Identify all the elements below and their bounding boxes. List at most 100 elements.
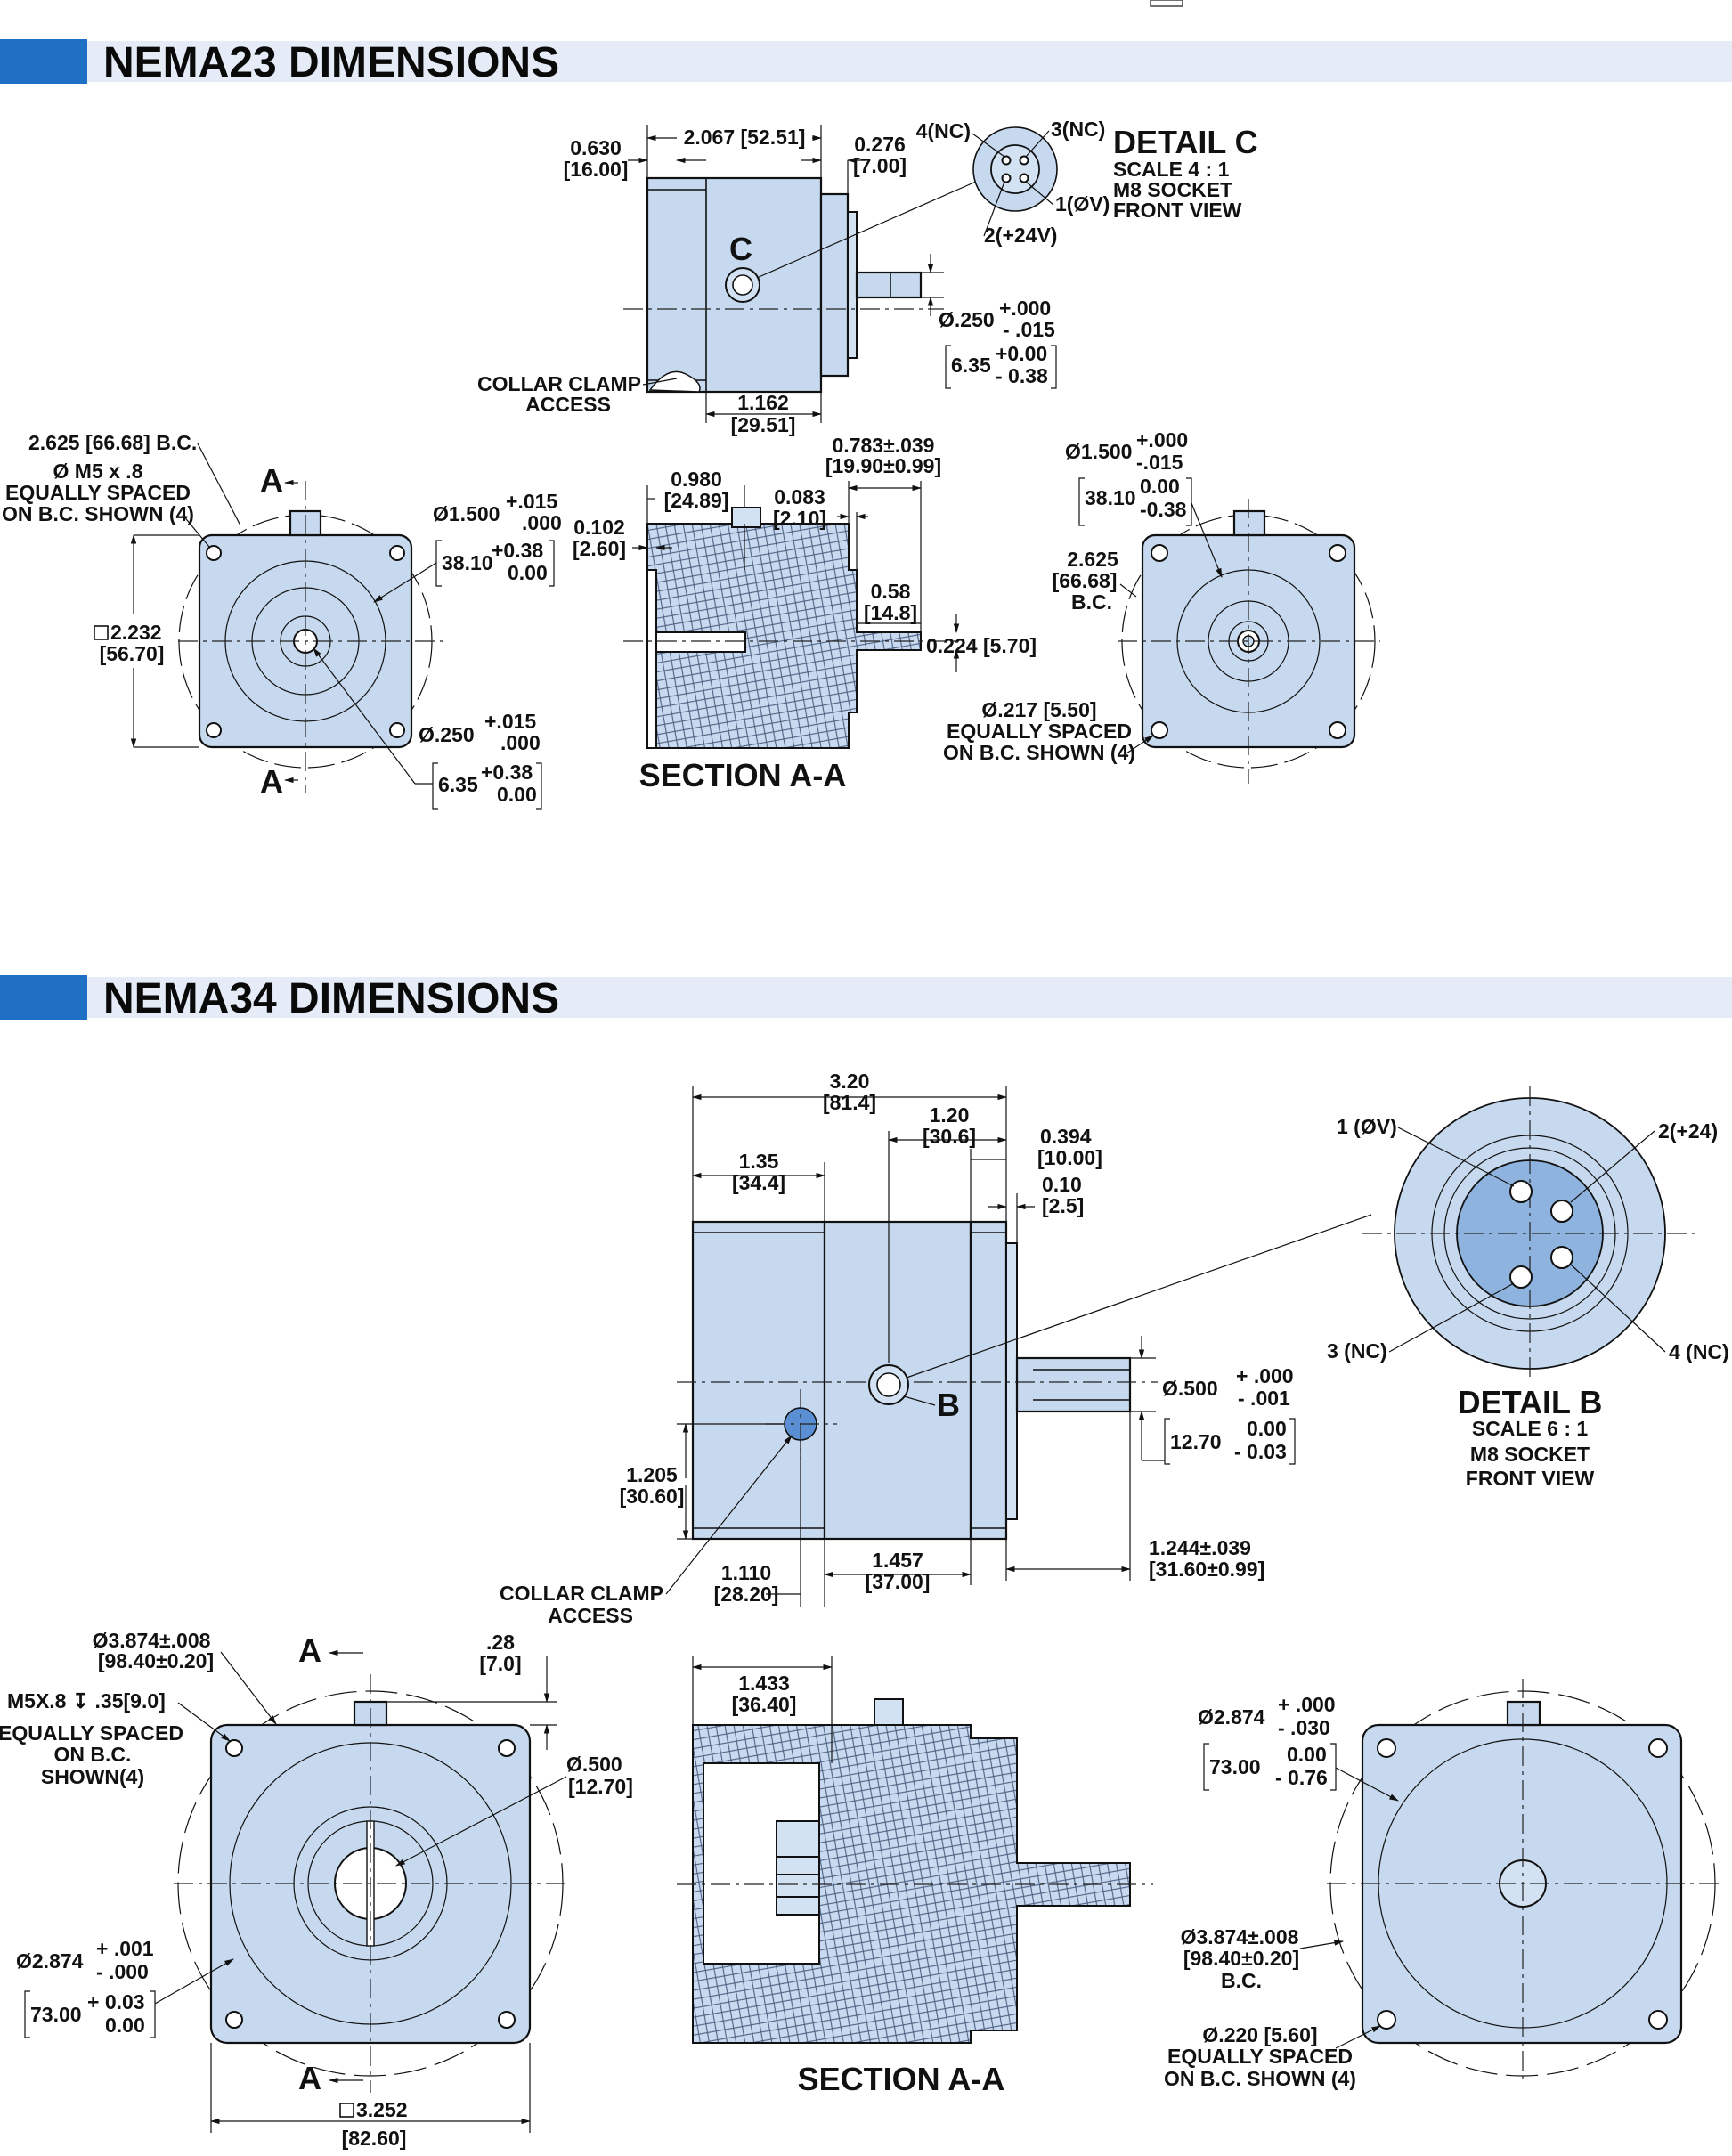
bc-label: [66.68] bbox=[1053, 569, 1118, 592]
tolerance-metric: 73.00 bbox=[30, 2003, 82, 2026]
pin-label: 4(NC) bbox=[916, 119, 971, 142]
pin-label: 2(+24V) bbox=[984, 224, 1057, 247]
dim-label: [7.0] bbox=[479, 1652, 521, 1675]
tolerance-plus: + .000 bbox=[1236, 1364, 1294, 1387]
tolerance-minus: 0.00 bbox=[497, 783, 537, 806]
dim-label: [28.20] bbox=[714, 1582, 779, 1606]
tolerance-metric: 38.10 bbox=[1085, 486, 1136, 509]
dim-label: 0.980 bbox=[671, 468, 722, 491]
note-label: EQUALLY SPACED bbox=[0, 1721, 183, 1745]
tolerance-minus: .000 bbox=[522, 511, 562, 534]
pin-label: 1 (ØV) bbox=[1337, 1115, 1397, 1138]
header-accent-block bbox=[0, 39, 87, 84]
dim-label: 1.244±.039 bbox=[1149, 1536, 1251, 1559]
mount-hole bbox=[389, 545, 405, 561]
tolerance-nominal: Ø1.500 bbox=[1065, 440, 1132, 463]
section-title: NEMA23 DIMENSIONS bbox=[103, 39, 559, 86]
note-label: M5X.8 ↧ .35[9.0] bbox=[7, 1689, 166, 1713]
dim-label: 0.102 bbox=[573, 516, 625, 539]
section-title-label: SECTION A-A bbox=[798, 2061, 1005, 2097]
detail-line: SCALE 6 : 1 bbox=[1472, 1417, 1589, 1440]
rear-endcap bbox=[691, 1220, 826, 1541]
dim-label: [81.4] bbox=[823, 1091, 876, 1114]
nema23-front-view: Ø1.500 +.000 -.015 38.10 0.00 -0.38 2.62… bbox=[943, 428, 1380, 784]
tolerance-plus: + .000 bbox=[1278, 1693, 1336, 1716]
dim-label: [14.8] bbox=[864, 601, 917, 624]
dim-label: 3.20 bbox=[830, 1070, 870, 1093]
section-title-label: SECTION A-A bbox=[639, 757, 847, 793]
dim-label: [2.5] bbox=[1042, 1194, 1084, 1217]
nema34-front-view: Ø2.874 + .000 - .030 73.00 0.00 - 0.76 Ø… bbox=[1164, 1679, 1723, 2090]
nema23-detail-c: 4(NC) 3(NC) 1(ØV) 2(+24V) DETAIL C SCALE… bbox=[916, 118, 1258, 247]
dim-label: [7.00] bbox=[853, 154, 907, 177]
dim-label: [30.60] bbox=[620, 1485, 685, 1508]
tolerance-minus: - .015 bbox=[1003, 318, 1055, 341]
note-label: SHOWN(4) bbox=[41, 1765, 144, 1788]
page-corner-box bbox=[1150, 0, 1183, 7]
detail-title: DETAIL C bbox=[1113, 124, 1258, 160]
section-mark: A bbox=[298, 1632, 321, 1669]
dim-label: 1.433 bbox=[738, 1672, 790, 1695]
dim-label: Ø.500 bbox=[566, 1753, 622, 1776]
tolerance-minus: -0.38 bbox=[1140, 498, 1187, 521]
section-mark: A bbox=[298, 2060, 321, 2096]
bc-label: B.C. bbox=[1071, 590, 1112, 614]
detail-line: SCALE 4 : 1 bbox=[1113, 158, 1230, 181]
nema34-side-view: B 3.20 [81.4] 1.20 [30.6] 1.35 [34.4] 0.… bbox=[500, 1070, 1372, 1627]
tolerance-metric: 12.70 bbox=[1170, 1430, 1222, 1453]
tolerance-plus: 0.00 bbox=[1140, 475, 1180, 498]
bc-label: 2.625 [66.68] B.C. bbox=[28, 431, 197, 454]
dim-label: 0.276 bbox=[854, 133, 906, 156]
mount-hole bbox=[1151, 721, 1168, 739]
dim-label: [30.6] bbox=[923, 1125, 976, 1148]
tolerance-minus: - 0.03 bbox=[1234, 1440, 1287, 1463]
tolerance-plus: +0.38 bbox=[492, 539, 543, 562]
note-label: Ø M5 x .8 bbox=[53, 460, 143, 483]
dim-label: [34.4] bbox=[732, 1171, 785, 1194]
note-label: ON B.C. SHOWN (4) bbox=[2, 502, 194, 525]
pin-label: 4 (NC) bbox=[1669, 1340, 1729, 1363]
dim-label: 1.162 bbox=[737, 391, 789, 414]
tolerance-nominal: Ø2.874 bbox=[16, 1949, 84, 1973]
mount-hole bbox=[1377, 1738, 1396, 1758]
tolerance-minus: .000 bbox=[500, 731, 541, 754]
detail-line: M8 SOCKET bbox=[1470, 1443, 1590, 1466]
shaft bbox=[855, 271, 923, 299]
tolerance-minus: 0.00 bbox=[508, 561, 548, 584]
nema23-rear-view: A A 2.625 [66.68] B.C. Ø M5 x .8 EQUALLY… bbox=[2, 431, 562, 810]
shaft bbox=[1015, 1356, 1132, 1413]
tolerance-plus: +.015 bbox=[506, 490, 557, 513]
dim-label: [37.00] bbox=[866, 1570, 931, 1593]
nema34-header: NEMA34 DIMENSIONS bbox=[0, 975, 1732, 1022]
tolerance-plus: 0.00 bbox=[1287, 1743, 1327, 1766]
dim-label: [16.00] bbox=[564, 158, 629, 181]
collar-clamp-cutout bbox=[648, 370, 701, 393]
mount-hole bbox=[206, 722, 222, 738]
tolerance-minus: - .030 bbox=[1278, 1716, 1330, 1739]
dim-label: 1.457 bbox=[872, 1549, 923, 1572]
dim-label: 0.58 bbox=[871, 580, 911, 603]
tolerance-plus: +.000 bbox=[999, 297, 1051, 320]
tolerance-nominal: Ø2.874 bbox=[1198, 1705, 1265, 1729]
detail-callout: C bbox=[729, 231, 752, 267]
tolerance-metric: 6.35 bbox=[438, 773, 478, 796]
pin-label: 1(ØV) bbox=[1055, 192, 1110, 216]
note-label: COLLAR CLAMP bbox=[477, 372, 641, 395]
note-label: ON B.C. SHOWN (4) bbox=[943, 741, 1135, 764]
nema23-side-view: C 0.630 [16.00] 2.067 [52.51] 0.276 [7.0… bbox=[477, 125, 1057, 436]
section-mark: A bbox=[260, 462, 283, 499]
tolerance-metric: 6.35 bbox=[951, 354, 991, 377]
dim-label: [36.40] bbox=[732, 1693, 797, 1716]
dim-label: 0.630 bbox=[570, 136, 622, 159]
section-body bbox=[646, 523, 922, 749]
dim-label: 0.10 bbox=[1042, 1173, 1082, 1196]
dim-label: 2.067 [52.51] bbox=[684, 126, 806, 149]
pin-label: 2(+24) bbox=[1658, 1119, 1718, 1143]
note-label: Ø.217 [5.50] bbox=[981, 698, 1096, 721]
note-label: ON B.C. SHOWN (4) bbox=[1164, 2067, 1356, 2090]
mount-hole bbox=[498, 1739, 516, 1757]
dim-label: [82.60] bbox=[342, 2127, 407, 2150]
dim-label: [19.90±0.99] bbox=[825, 454, 941, 477]
dim-label: 0.394 bbox=[1040, 1125, 1092, 1148]
